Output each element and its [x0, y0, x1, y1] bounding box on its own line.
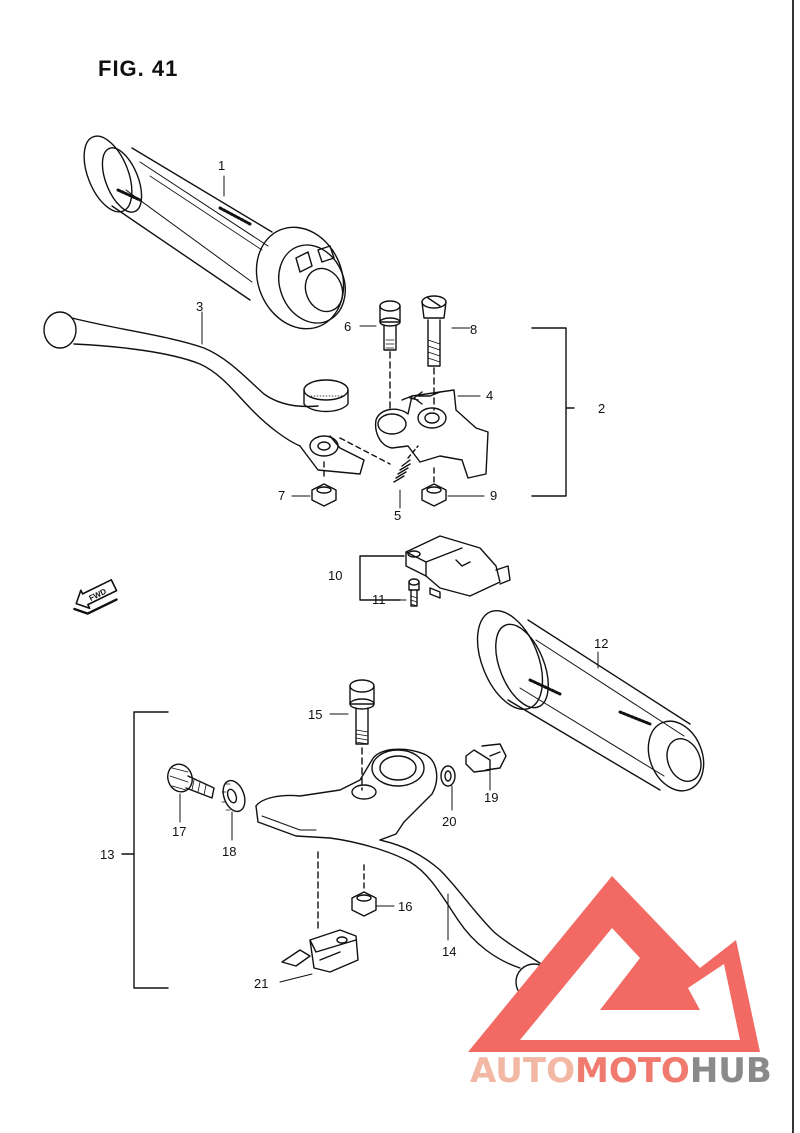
watermark-hub: HUB [690, 1051, 772, 1091]
clutch-lever [255, 748, 553, 1001]
part-label-5: 5 [394, 508, 401, 523]
nut-16 [351, 861, 377, 917]
screw-11 [408, 578, 420, 607]
bracket-2 [531, 327, 575, 497]
nut-9 [421, 465, 447, 507]
part-label-17: 17 [172, 824, 186, 839]
watermark-text: AUTOMOTOHUB [470, 1051, 772, 1091]
part-label-7: 7 [278, 488, 285, 503]
bracket-10-11 [359, 555, 405, 601]
part-label-18: 18 [222, 844, 236, 859]
part-label-13: 13 [100, 847, 114, 862]
pivot-bolt-6 [379, 300, 401, 409]
spring-5 [393, 445, 419, 483]
part-label-9: 9 [490, 488, 497, 503]
lever-holder [374, 389, 489, 479]
nut-7 [311, 461, 337, 507]
part-label-1: 1 [218, 158, 225, 173]
part-label-19: 19 [484, 790, 498, 805]
part-label-21: 21 [254, 976, 268, 991]
part-label-20: 20 [442, 814, 456, 829]
screw-8 [421, 295, 447, 411]
lock-nut-18 [221, 779, 246, 813]
adjuster-bolt-17 [167, 763, 215, 799]
part-label-10: 10 [328, 568, 342, 583]
leader-lines [179, 175, 599, 983]
figure-title: FIG. 41 [98, 56, 179, 81]
part-label-2: 2 [598, 401, 605, 416]
part-label-6: 6 [344, 319, 351, 334]
part-label-12: 12 [594, 636, 608, 651]
part-label-3: 3 [196, 299, 203, 314]
screw-19 [465, 743, 507, 773]
fwd-arrow-icon: FWD [73, 579, 118, 615]
watermark-logo-icon [468, 876, 760, 1052]
watermark-moto: MOTO [575, 1051, 690, 1091]
washer-20 [440, 765, 456, 787]
grip-right [83, 135, 346, 330]
bracket-13 [121, 711, 169, 989]
part-label-8: 8 [470, 322, 477, 337]
front-brake-lever [43, 311, 391, 475]
brake-light-switch [405, 535, 511, 599]
part-label-11: 11 [372, 592, 386, 607]
part-label-16: 16 [398, 899, 412, 914]
pivot-bolt-15 [349, 679, 375, 791]
watermark-auto: AUTO [470, 1051, 575, 1091]
grip-left [476, 609, 705, 792]
part-label-14: 14 [442, 944, 456, 959]
clutch-switch-21 [281, 929, 359, 973]
part-label-15: 15 [308, 707, 322, 722]
part-label-4: 4 [486, 388, 493, 403]
